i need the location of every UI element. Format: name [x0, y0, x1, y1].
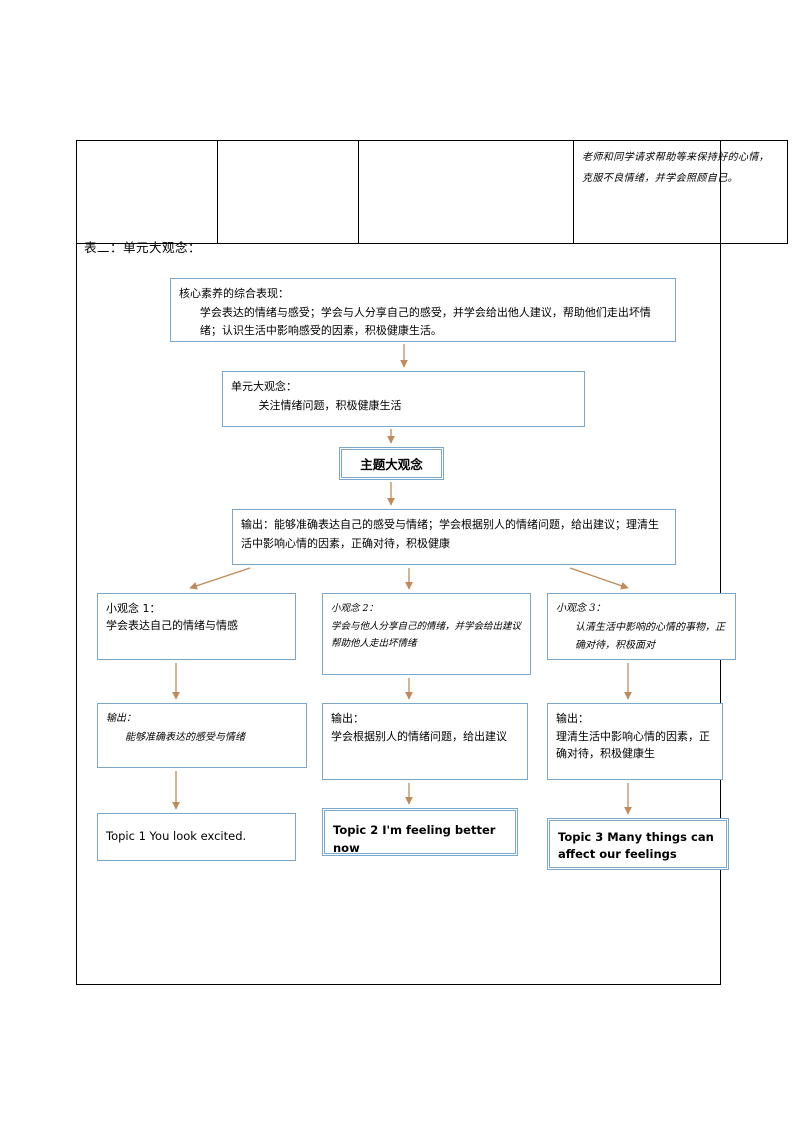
sub-concept-2-title: 小观念 2： — [331, 603, 379, 614]
main-output-label: 输出： — [241, 518, 274, 531]
sub-concept-1-body: 学会表达自己的情绪与情感 — [106, 619, 238, 633]
theme-big-idea-box: 主题大观念 — [339, 447, 444, 480]
topic-2-box: Topic 2 I'm feeling better now — [322, 808, 518, 856]
topic-3-box: Topic 3 Many things can affect our feeli… — [547, 818, 729, 870]
top-table: 老师和同学请求帮助等来保持好的心情，克服不良情绪，并学会照顾自己。 — [76, 140, 788, 244]
output-2-box: 输出： 学会根据别人的情绪问题，给出建议 — [322, 703, 528, 780]
output-3-title: 输出： — [556, 712, 589, 725]
sub-concept-2-box: 小观念 2： 学会与他人分享自己的情绪，并学会给出建议帮助他人走出坏情绪 — [322, 593, 531, 675]
table-cell-2 — [217, 140, 359, 244]
core-literacy-box: 核心素养的综合表现： 学会表达的情绪与感受；学会与人分享自己的感受，并学会给出他… — [170, 278, 676, 342]
table-caption: 表二：单元大观念： — [84, 240, 202, 255]
unit-big-idea-box: 单元大观念： 关注情绪问题，积极健康生活 — [222, 371, 585, 427]
topic-1-box: Topic 1 You look excited. — [97, 813, 296, 861]
main-output-box: 输出：能够准确表达自己的感受与情绪；学会根据别人的情绪问题，给出建议；理清生活中… — [232, 509, 676, 565]
table-row: 老师和同学请求帮助等来保持好的心情，克服不良情绪，并学会照顾自己。 — [76, 140, 788, 244]
sub-concept-3-body: 认清生活中影响的心情的事物，正确对待，积极面对 — [575, 621, 725, 652]
sub-concept-3-title: 小观念 3： — [556, 603, 606, 614]
output-1-title: 输出： — [106, 713, 136, 724]
unit-big-idea-title: 单元大观念： — [231, 380, 297, 393]
core-literacy-body: 学会表达的情绪与感受；学会与人分享自己的感受，并学会给出他人建议，帮助他们走出坏… — [199, 305, 651, 338]
output-1-box: 输出： 能够准确表达的感受与情绪 — [97, 703, 307, 768]
unit-big-idea-body: 关注情绪问题，积极健康生活 — [258, 398, 402, 412]
output-3-box: 输出： 理清生活中影响心情的因素，正确对待，积极健康生 — [547, 703, 723, 780]
sub-concept-1-box: 小观念 1： 学会表达自己的情绪与情感 — [97, 593, 296, 660]
output-2-title: 输出： — [331, 712, 364, 725]
main-output-body: 能够准确表达自己的感受与情绪；学会根据别人的情绪问题，给出建议；理清生活中影响心… — [241, 518, 659, 550]
sub-concept-3-box: 小观念 3： 认清生活中影响的心情的事物，正确对待，积极面对 — [547, 593, 736, 660]
table-cell-3 — [358, 140, 574, 244]
output-3-body: 理清生活中影响心情的因素，正确对待，积极健康生 — [556, 729, 710, 761]
sub-concept-2-body: 学会与他人分享自己的情绪，并学会给出建议帮助他人走出坏情绪 — [331, 620, 522, 650]
output-2-body: 学会根据别人的情绪问题，给出建议 — [331, 729, 507, 743]
table-cell-4: 老师和同学请求帮助等来保持好的心情，克服不良情绪，并学会照顾自己。 — [573, 140, 788, 244]
sub-concept-1-title: 小观念 1： — [106, 602, 161, 615]
output-1-body: 能够准确表达的感受与情绪 — [125, 731, 245, 743]
table-cell-1 — [76, 140, 218, 244]
core-literacy-title: 核心素养的综合表现： — [179, 287, 289, 300]
